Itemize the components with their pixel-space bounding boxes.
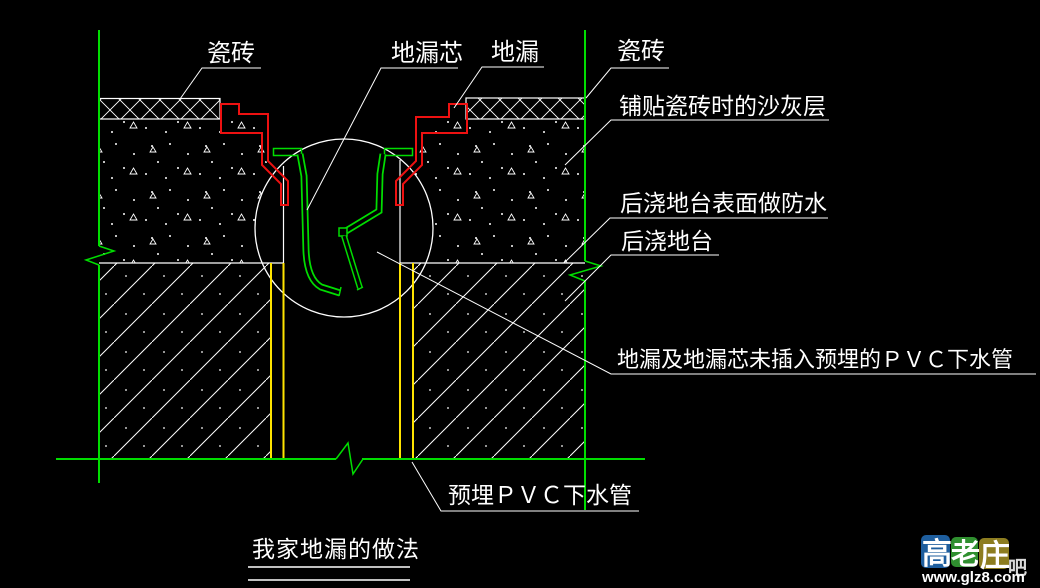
wall-break-left (83, 245, 117, 266)
leader-not-inserted (376, 251, 1036, 375)
label-platform: 后浇地台 (621, 228, 713, 254)
watermark-url: www.glz8.com (921, 569, 1025, 586)
platform-hatch-layer (99, 263, 585, 459)
leader-drain (453, 66, 544, 109)
core-tube-right-bore (345, 153, 385, 233)
white-structure-lines (99, 160, 585, 264)
watermark-char-4: 吧 (1008, 558, 1027, 579)
tile-hatch-left (98, 97, 221, 120)
title-underline (248, 566, 410, 581)
label-drain-core: 地漏芯 (391, 40, 463, 67)
watermark-char-3: 庄 (980, 539, 1010, 573)
core-flange-right (383, 147, 414, 157)
pvc-pipe-walls (270, 263, 414, 459)
label-mortar-layer: 铺贴瓷砖时的沙灰层 (619, 93, 826, 119)
core-hinge (338, 227, 348, 237)
watermark-char-2: 老 (951, 538, 980, 571)
drain-core (272, 147, 414, 297)
label-embedded-pipe: 预埋ＰＶＣ下水管 (448, 482, 632, 508)
drawing-title: 我家地漏的做法 (252, 536, 420, 562)
callout-leaders (179, 66, 1036, 512)
leader-drain-core (306, 67, 458, 211)
callout-labels: 瓷砖 地漏芯 地漏 瓷砖 铺贴瓷砖时的沙灰层 后浇地台表面做防水 后浇地台 地漏… (207, 38, 1013, 508)
base-break (335, 441, 364, 477)
drain-body-left (220, 103, 289, 206)
watermark-tile-olive (979, 538, 1009, 569)
label-waterproof: 后浇地台表面做防水 (620, 190, 827, 216)
core-flap-cap (356, 286, 364, 291)
label-not-inserted: 地漏及地漏芯未插入预埋的ＰＶＣ下水管 (617, 347, 1013, 372)
drawing-title-block: 我家地漏的做法 (248, 536, 420, 581)
watermark-tile-blue (921, 535, 950, 568)
drain-body-right (395, 103, 468, 206)
core-tube-left-bore (298, 153, 341, 295)
core-flange-left (272, 147, 303, 157)
watermark-char-1: 高 (922, 538, 952, 571)
mortar-hatch-layer (99, 119, 585, 263)
core-flap-bore (342, 235, 362, 289)
label-tile-right: 瓷砖 (617, 38, 665, 65)
core-tube-left-cap (338, 286, 342, 297)
floor-drain-body (220, 103, 468, 206)
leader-waterproof (563, 217, 828, 264)
leader-tile-right (585, 67, 669, 99)
watermark: 高 老 庄 吧 www.glz8.com (921, 535, 1027, 586)
leader-mortar-layer (564, 119, 829, 166)
leader-embedded-pipe (411, 461, 639, 512)
leader-tile-left (179, 67, 261, 100)
wall-break-right (567, 260, 604, 282)
label-tile-left: 瓷砖 (207, 40, 255, 67)
label-drain: 地漏 (491, 39, 539, 66)
watermark-tile-green (951, 537, 978, 567)
tile-hatch-right (465, 97, 586, 120)
leader-platform (564, 254, 719, 302)
